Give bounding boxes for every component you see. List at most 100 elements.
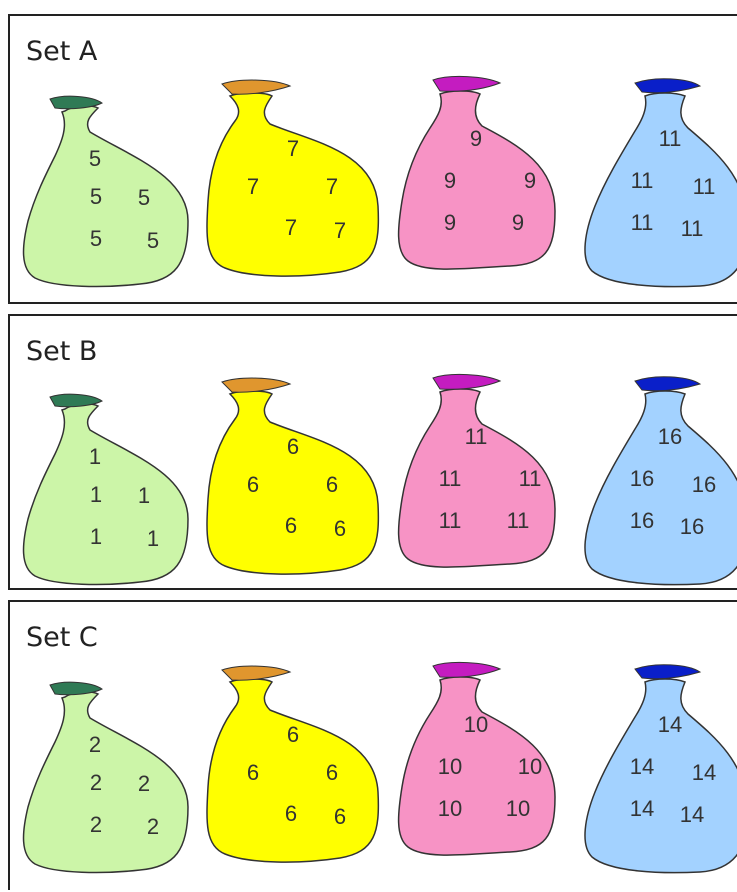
bag-tie <box>634 376 702 392</box>
bag-number: 5 <box>147 228 159 253</box>
bag-number: 16 <box>692 472 716 497</box>
bag-number: 16 <box>630 508 654 533</box>
bag-number: 9 <box>524 168 536 193</box>
bag-number: 6 <box>326 472 338 497</box>
bag-number: 5 <box>90 226 102 251</box>
bag-number: 5 <box>90 184 102 209</box>
bag-tie <box>49 95 103 110</box>
bag-body <box>22 691 189 874</box>
bag-number: 1 <box>147 526 159 551</box>
bag-green: 2 2 2 2 2 <box>22 681 189 874</box>
bag-number: 6 <box>334 516 346 541</box>
bag-number: 10 <box>518 754 542 779</box>
bag-number: 11 <box>631 168 654 193</box>
bag-tie <box>432 661 502 678</box>
bag-green: 5 5 5 5 5 <box>22 95 189 288</box>
bag-number: 10 <box>506 796 530 821</box>
bag-number: 7 <box>247 174 259 199</box>
bag-body <box>397 388 556 568</box>
set-b-label: Set B <box>26 336 98 367</box>
bag-tie <box>634 78 702 94</box>
bag-tie <box>432 373 502 390</box>
bag-number: 14 <box>630 796 654 821</box>
bag-number: 6 <box>247 472 259 497</box>
bag-number: 16 <box>680 514 704 539</box>
bag-number: 6 <box>326 760 338 785</box>
bag-number: 1 <box>89 444 101 469</box>
bag-number: 11 <box>519 466 542 491</box>
bag-number: 10 <box>438 796 462 821</box>
bag-number: 5 <box>89 146 101 171</box>
bag-number: 11 <box>439 466 462 491</box>
bag-body <box>206 390 380 575</box>
bag-body <box>397 676 556 856</box>
bag-number: 9 <box>444 168 456 193</box>
bag-number: 6 <box>287 434 299 459</box>
bag-number: 16 <box>658 424 682 449</box>
bag-number: 10 <box>464 712 488 737</box>
bag-tie <box>221 377 292 393</box>
set-a-label: Set A <box>26 36 98 67</box>
bag-number: 16 <box>630 466 654 491</box>
bag-body <box>206 92 380 277</box>
set-c-label: Set C <box>26 622 98 653</box>
bag-number: 6 <box>334 804 346 829</box>
bag-body <box>584 678 737 874</box>
bag-number: 2 <box>138 771 150 796</box>
bag-number: 9 <box>444 210 456 235</box>
bag-number: 6 <box>285 801 297 826</box>
bag-number: 2 <box>147 814 159 839</box>
bag-body <box>397 90 556 270</box>
bag-number: 7 <box>285 215 297 240</box>
bag-number: 14 <box>692 760 716 785</box>
bag-number: 14 <box>630 754 654 779</box>
bag-body <box>22 105 189 288</box>
bag-tie <box>432 75 502 92</box>
bag-yellow: 6 6 6 6 6 <box>206 377 380 575</box>
bag-number: 11 <box>631 210 654 235</box>
bag-number: 11 <box>439 508 462 533</box>
bag-number: 9 <box>512 210 524 235</box>
bag-number: 11 <box>659 126 682 151</box>
bag-number: 6 <box>285 513 297 538</box>
bag-number: 1 <box>90 482 102 507</box>
bag-number: 11 <box>465 424 488 449</box>
bag-number: 7 <box>334 218 346 243</box>
bag-number: 2 <box>89 732 101 757</box>
bag-number: 6 <box>287 722 299 747</box>
bag-number: 9 <box>470 126 482 151</box>
bag-number: 6 <box>247 760 259 785</box>
bag-number: 10 <box>438 754 462 779</box>
bag-number: 1 <box>90 524 102 549</box>
bag-number: 2 <box>90 812 102 837</box>
bag-tie <box>221 665 292 681</box>
bag-tie <box>634 664 702 680</box>
bag-number: 11 <box>507 508 530 533</box>
bag-yellow: 7 7 7 7 7 <box>206 79 380 277</box>
bag-number: 7 <box>287 136 299 161</box>
bag-tie <box>49 393 103 408</box>
bag-body <box>584 390 737 586</box>
bag-number: 14 <box>680 802 704 827</box>
bag-tie <box>221 79 292 95</box>
bag-number: 5 <box>138 185 150 210</box>
bag-number: 14 <box>658 712 682 737</box>
bag-number: 1 <box>138 483 150 508</box>
bag-number: 11 <box>693 174 716 199</box>
bag-number: 7 <box>326 174 338 199</box>
bag-number: 2 <box>90 770 102 795</box>
bag-yellow: 6 6 6 6 6 <box>206 665 380 863</box>
bag-body <box>584 92 737 288</box>
